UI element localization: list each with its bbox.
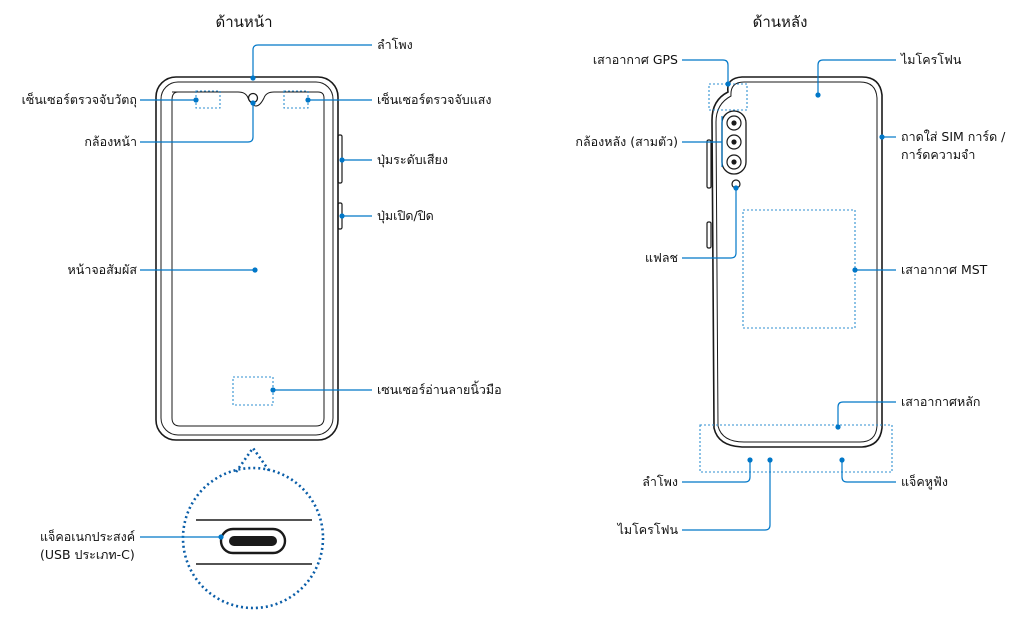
back-view-title: ด้านหลัง xyxy=(752,13,808,31)
label-proximity-sensor: เซ็นเซอร์ตรวจจับวัตถุ xyxy=(21,92,137,107)
label-earphone-jack: แจ็คหูฟัง xyxy=(901,474,948,489)
label-light-sensor: เซ็นเซอร์ตรวจจับแสง xyxy=(377,92,492,107)
label-microphone-bottom: ไมโครโฟน xyxy=(617,522,678,537)
back-callout-lines xyxy=(682,59,896,531)
label-front-speaker: ลำโพง xyxy=(377,37,413,52)
mst-antenna-area xyxy=(742,209,856,329)
light-sensor-area xyxy=(283,90,309,109)
back-phone-outline xyxy=(706,76,883,448)
label-rear-camera: กล้องหลัง (สามตัว) xyxy=(575,134,678,149)
label-touchscreen: หน้าจอสัมผัส xyxy=(67,262,137,277)
rear-camera-lenses xyxy=(726,115,742,189)
front-phone-outline xyxy=(155,76,343,441)
label-front-camera: กล้องหน้า xyxy=(84,134,137,149)
front-view-title: ด้านหน้า xyxy=(215,13,273,31)
label-sim-tray-line2: การ์ดความจำ xyxy=(901,147,976,162)
label-microphone-top: ไมโครโฟน xyxy=(901,52,962,67)
proximity-sensor-area xyxy=(195,90,221,109)
front-callout-dots xyxy=(193,75,345,393)
label-speaker-bottom: ลำโพง xyxy=(642,474,678,489)
label-main-antenna: เสาอากาศหลัก xyxy=(901,394,981,409)
label-usb-jack-line2: (USB ประเภท-C) xyxy=(40,547,135,562)
back-callout-dots xyxy=(725,81,885,463)
label-volume-key: ปุ่มระดับเสียง xyxy=(377,152,448,167)
fingerprint-sensor-area xyxy=(232,376,274,406)
label-usb-jack-line1: แจ็คอเนกประสงค์ xyxy=(40,529,136,544)
label-fingerprint-sensor: เซนเซอร์อ่านลายนิ้วมือ xyxy=(377,382,502,397)
label-power-key: ปุ่มเปิด/ปิด xyxy=(377,208,434,223)
label-flash: แฟลช xyxy=(644,250,678,265)
label-sim-tray-line1: ถาดใส่ SIM การ์ด / xyxy=(901,129,1006,144)
label-gps-antenna: เสาอากาศ GPS xyxy=(592,52,678,67)
label-mst-antenna: เสาอากาศ MST xyxy=(901,262,988,277)
main-antenna-area xyxy=(699,424,893,473)
usb-zoom-circle xyxy=(181,466,325,610)
front-callout-lines xyxy=(140,44,372,391)
